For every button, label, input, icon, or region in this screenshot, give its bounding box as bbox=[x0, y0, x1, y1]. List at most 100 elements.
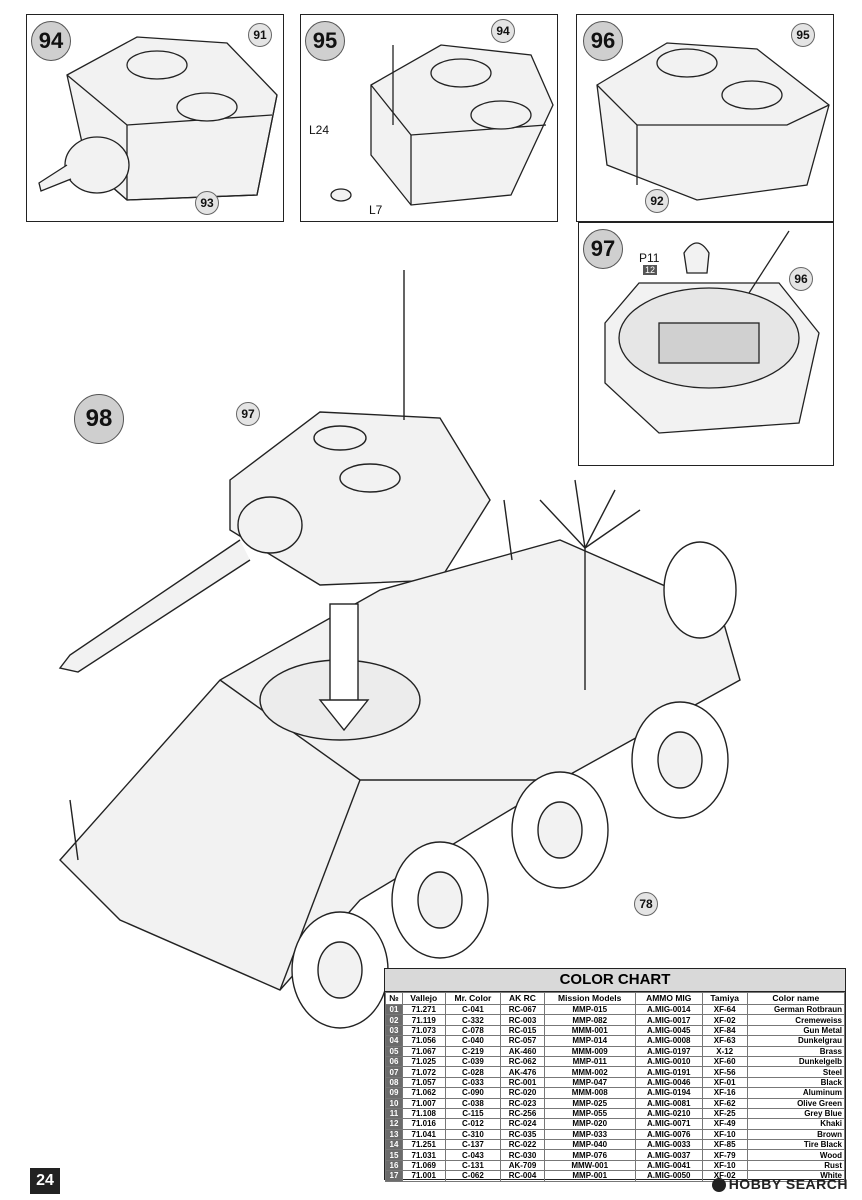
table-cell: XF-60 bbox=[701, 1055, 748, 1068]
part-callout: 96 bbox=[789, 267, 813, 291]
table-cell: C-332 bbox=[444, 1014, 502, 1026]
color-name-cell: Khaki bbox=[746, 1118, 846, 1130]
table-cell: MMP-082 bbox=[543, 1014, 636, 1026]
table-cell: 71.108 bbox=[402, 1107, 446, 1120]
step-number-badge: 95 bbox=[305, 21, 345, 61]
table-cell: XF-16 bbox=[701, 1087, 748, 1099]
column-header: Mission Models bbox=[543, 992, 636, 1005]
color-number-cell: 11 bbox=[385, 1107, 403, 1120]
color-number-cell: 04 bbox=[385, 1035, 403, 1047]
table-cell: A.MIG-0017 bbox=[634, 1014, 703, 1026]
table-cell: RC-015 bbox=[500, 1024, 545, 1037]
table-cell: C-038 bbox=[444, 1097, 502, 1109]
step-96-panel: 96 95 92 bbox=[576, 14, 834, 222]
table-cell: RC-001 bbox=[500, 1076, 545, 1089]
step-number-badge: 96 bbox=[583, 21, 623, 61]
color-number-cell: 17 bbox=[385, 1170, 403, 1182]
color-number-cell: 02 bbox=[385, 1014, 403, 1026]
table-cell: 71.271 bbox=[402, 1003, 446, 1016]
table-cell: A.MIG-0046 bbox=[634, 1076, 703, 1089]
color-number-cell: 08 bbox=[385, 1076, 403, 1089]
table-cell: A.MIG-0010 bbox=[634, 1055, 703, 1068]
color-chart-title: COLOR CHART bbox=[385, 969, 845, 992]
table-cell: X-12 bbox=[701, 1045, 748, 1057]
part-callout: 97 bbox=[236, 402, 260, 426]
table-cell: RC-067 bbox=[500, 1003, 545, 1016]
table-cell: A.MIG-0191 bbox=[634, 1066, 703, 1078]
table-cell: RC-024 bbox=[500, 1118, 545, 1130]
table-cell: A.MIG-0197 bbox=[634, 1045, 703, 1057]
table-cell: MMP-015 bbox=[543, 1003, 636, 1016]
table-cell: MMP-025 bbox=[543, 1097, 636, 1109]
color-chart: COLOR CHART № Vallejo Mr. Color AK RC Mi… bbox=[384, 968, 846, 1182]
color-number-cell: 07 bbox=[385, 1066, 403, 1078]
table-cell: C-090 bbox=[444, 1087, 502, 1099]
column-header: AK RC bbox=[500, 992, 545, 1005]
table-cell: C-041 bbox=[444, 1003, 502, 1016]
table-cell: C-040 bbox=[444, 1035, 502, 1047]
table-cell: C-115 bbox=[444, 1107, 502, 1120]
table-cell: MMM-008 bbox=[543, 1087, 636, 1099]
color-name-cell: Gun Metal bbox=[746, 1024, 846, 1037]
table-cell: A.MIG-0045 bbox=[634, 1024, 703, 1037]
table-cell: A.MIG-0037 bbox=[634, 1149, 703, 1161]
watermark: HOBBY SEARCH bbox=[711, 1176, 848, 1193]
color-number-cell: 14 bbox=[385, 1139, 403, 1151]
table-cell: 71.119 bbox=[402, 1014, 446, 1026]
table-cell: XF-10 bbox=[701, 1128, 748, 1141]
step-94-panel: 94 91 93 bbox=[26, 14, 284, 222]
table-cell: XF-01 bbox=[701, 1076, 748, 1089]
color-number-cell: 13 bbox=[385, 1128, 403, 1141]
color-name-cell: Aluminum bbox=[746, 1087, 846, 1099]
color-number-cell: 03 bbox=[385, 1024, 403, 1037]
color-number-cell: 15 bbox=[385, 1149, 403, 1161]
table-cell: 71.056 bbox=[402, 1035, 446, 1047]
table-cell: MMW-001 bbox=[543, 1159, 636, 1172]
table-cell: 71.073 bbox=[402, 1024, 446, 1037]
column-header: Color name bbox=[746, 992, 846, 1005]
table-cell: XF-10 bbox=[701, 1159, 748, 1172]
color-name-cell: White bbox=[746, 1170, 846, 1182]
step-number-badge: 94 bbox=[31, 21, 71, 61]
color-name-cell: Steel bbox=[746, 1066, 846, 1078]
table-cell: 71.251 bbox=[402, 1139, 446, 1151]
table-cell: AK-476 bbox=[500, 1066, 545, 1078]
table-cell: MMP-011 bbox=[543, 1055, 636, 1068]
table-cell: C-078 bbox=[444, 1024, 502, 1037]
table-cell: C-028 bbox=[444, 1066, 502, 1078]
table-cell: MMM-009 bbox=[543, 1045, 636, 1057]
color-name-cell: Brown bbox=[746, 1128, 846, 1141]
table-cell: 71.057 bbox=[402, 1076, 446, 1089]
table-cell: XF-85 bbox=[701, 1139, 748, 1151]
table-cell: 71.062 bbox=[402, 1087, 446, 1099]
table-cell: A.MIG-0076 bbox=[634, 1128, 703, 1141]
table-cell: 71.069 bbox=[402, 1159, 446, 1172]
color-name-cell: Grey Blue bbox=[746, 1107, 846, 1120]
table-cell: A.MIG-0008 bbox=[634, 1035, 703, 1047]
table-cell: C-033 bbox=[444, 1076, 502, 1089]
part-callout: 95 bbox=[791, 23, 815, 47]
sprue-number-tag: 12 bbox=[643, 265, 658, 275]
color-chart-table: № Vallejo Mr. Color AK RC Mission Models… bbox=[385, 992, 846, 1182]
step-95-panel: 95 94 L24 L7 bbox=[300, 14, 558, 222]
color-number-cell: 09 bbox=[385, 1087, 403, 1099]
table-cell: A.MIG-0050 bbox=[634, 1170, 703, 1182]
color-name-cell: Dunkelgelb bbox=[746, 1055, 846, 1068]
column-header: AMMO MIG bbox=[634, 992, 703, 1005]
table-cell: MMP-001 bbox=[543, 1170, 636, 1182]
table-cell: XF-02 bbox=[701, 1014, 748, 1026]
color-number-cell: 16 bbox=[385, 1159, 403, 1172]
part-callout: 93 bbox=[195, 191, 219, 215]
table-cell: RC-057 bbox=[500, 1035, 545, 1047]
table-cell: XF-49 bbox=[701, 1118, 748, 1130]
step-number-badge: 97 bbox=[583, 229, 623, 269]
page-number: 24 bbox=[30, 1168, 60, 1194]
